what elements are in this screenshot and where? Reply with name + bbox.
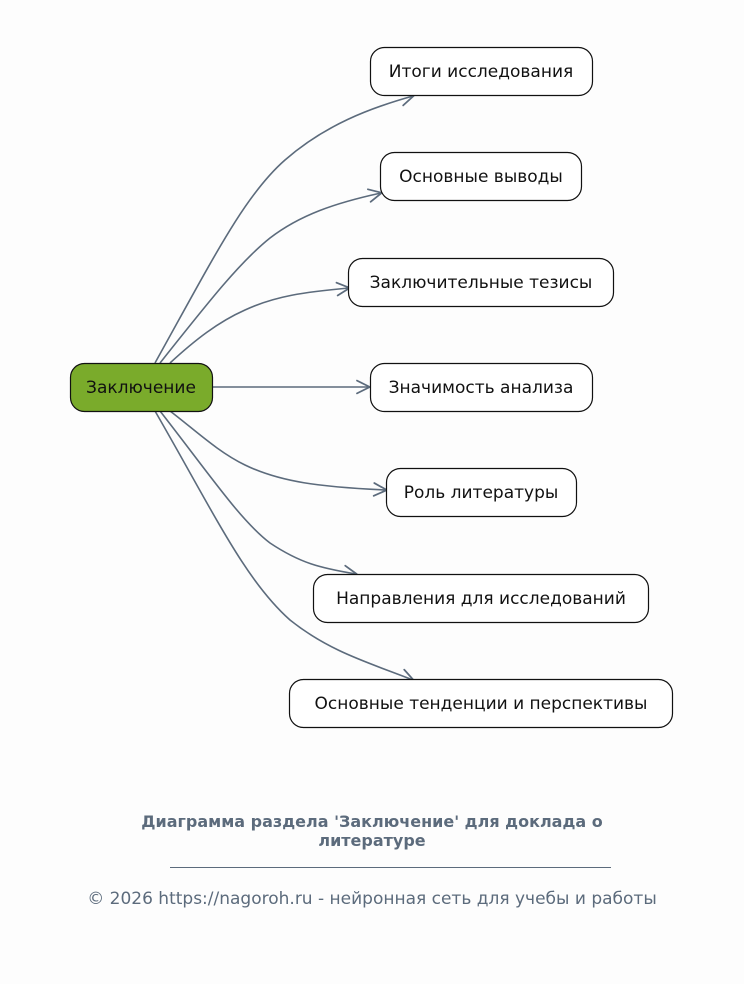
child-node-label: Роль литературы (404, 483, 559, 503)
edge-to-child-5 (169, 410, 388, 497)
child-node-label: Основные выводы (399, 167, 563, 187)
child-node-label: Основные тенденции и перспективы (315, 694, 648, 714)
edge-to-child-7 (154, 410, 415, 683)
child-node: Заключительные тезисы (347, 257, 615, 308)
child-node: Направления для исследований (312, 573, 650, 624)
child-node: Основные тенденции и перспективы (288, 678, 674, 729)
child-node-label: Направления для исследований (336, 589, 626, 609)
child-node: Значимость анализа (369, 362, 594, 413)
root-node-label: Заключение (86, 378, 196, 398)
root-node: Заключение (69, 362, 214, 413)
mind-map-diagram: Заключение Итоги исследования Основные в… (69, 46, 674, 729)
child-node: Роль литературы (385, 467, 578, 518)
edge-to-child-3 (169, 281, 351, 364)
child-node: Итоги исследования (369, 46, 594, 97)
edge-to-child-2 (159, 188, 383, 364)
footer-copyright: © 2026 https://nagoroh.ru - нейронная се… (87, 889, 657, 909)
diagram-caption-text: Диаграмма раздела 'Заключение' для докла… (141, 812, 603, 850)
diagram-caption: Диаграмма раздела 'Заключение' для докла… (0, 812, 744, 850)
child-node-label: Итоги исследования (389, 62, 573, 82)
child-node-label: Заключительные тезисы (370, 273, 593, 293)
edge-to-child-6 (159, 410, 358, 580)
child-node: Основные выводы (379, 151, 583, 202)
child-node-label: Значимость анализа (389, 378, 574, 398)
edge-to-child-1 (154, 92, 415, 364)
caption-divider (170, 867, 611, 868)
